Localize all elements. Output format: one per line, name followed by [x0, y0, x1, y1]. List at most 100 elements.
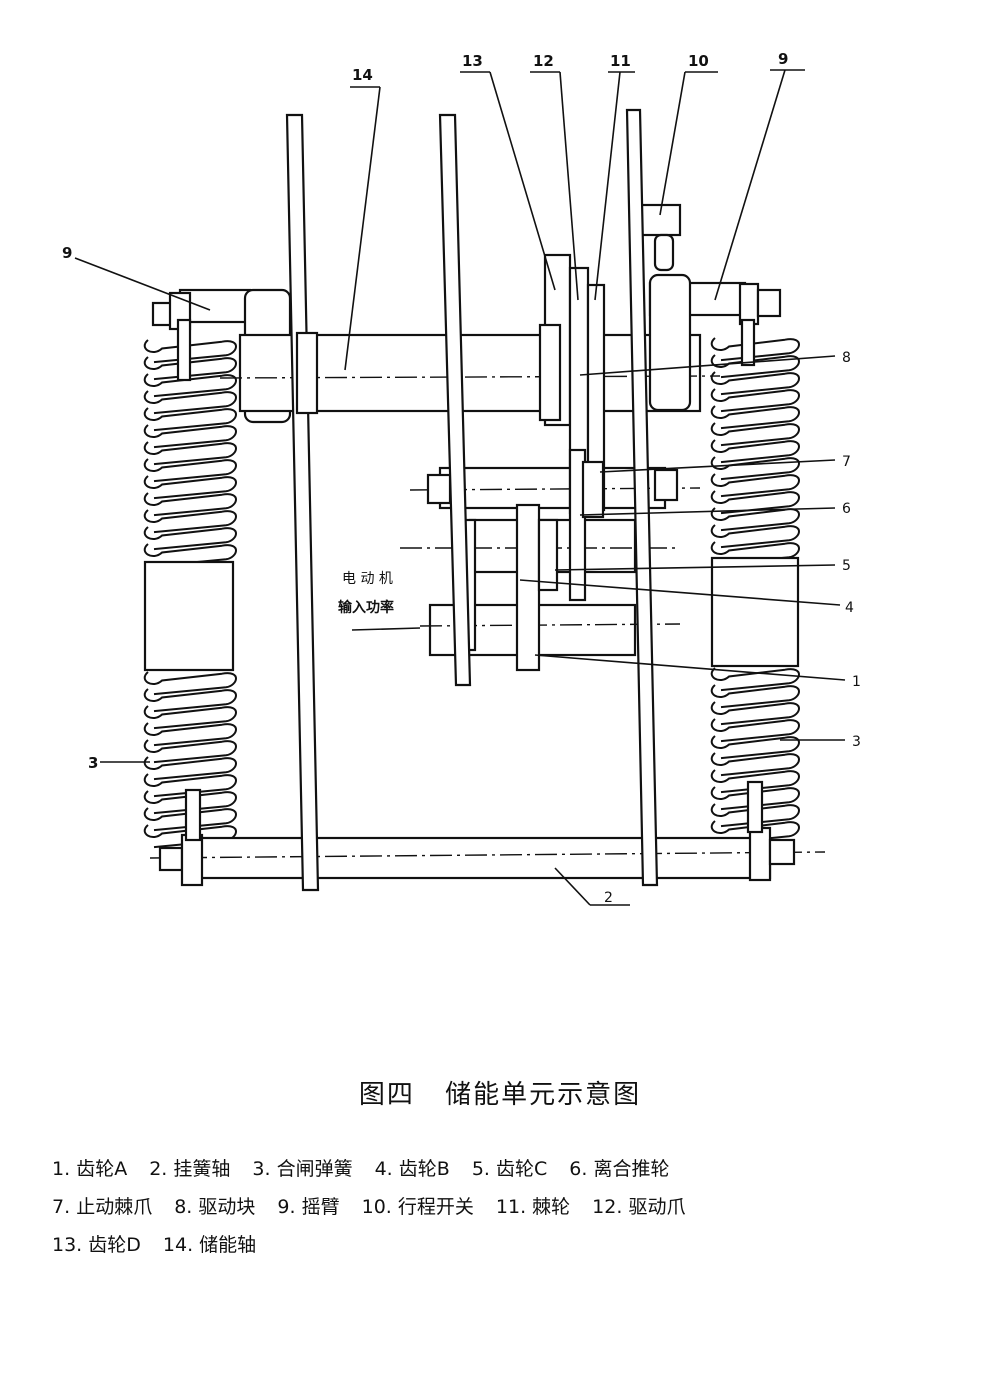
legend-item-number: 13.: [52, 1234, 83, 1256]
side-plate-left: [285, 113, 320, 892]
spring-coil-right-upper: [710, 337, 800, 362]
callout-5: 5: [842, 558, 851, 574]
left-spring-sleeve: [143, 560, 235, 672]
legend-item-number: 12.: [592, 1196, 623, 1218]
callout-3-right: 3: [852, 734, 861, 750]
caption-title: 储能单元示意图: [445, 1080, 642, 1110]
leader-lines: [74, 69, 846, 906]
left-upper-lug: [176, 318, 192, 382]
callout-9-top: 9: [778, 50, 788, 68]
legend-item: 13. 齿轮D: [52, 1226, 141, 1264]
legend-item-number: 5.: [471, 1158, 490, 1180]
spring-coil-right-upper: [710, 473, 800, 498]
gear-b-a: [515, 503, 541, 672]
spring-coil-left-upper: [143, 356, 237, 381]
legend-item: 5. 齿轮C: [472, 1150, 547, 1188]
spring-coil-right-lower: [710, 684, 800, 709]
spring-coil-left-upper: [143, 441, 237, 466]
plate-bushing-left: [295, 331, 319, 415]
nut-left: [158, 846, 184, 872]
spring-coil-left-upper: [143, 390, 237, 415]
spring-coil-right-lower: [710, 820, 800, 845]
washer-top-right: [738, 282, 760, 326]
spring-coil-left-lower: [143, 790, 237, 815]
nut-top-right: [756, 288, 782, 318]
nut-ratchet-left: [426, 473, 452, 505]
legend-item-number: 4.: [374, 1158, 393, 1180]
legend-item-number: 11.: [495, 1196, 527, 1218]
legend-item: 6. 离合推轮: [569, 1150, 669, 1188]
spring-coil-left-lower: [143, 722, 237, 747]
motor-input-label: 输入功率: [338, 599, 394, 616]
nut-top-left: [151, 301, 173, 327]
legend-item-text: 摇臂: [301, 1196, 340, 1218]
callout-13: 13: [462, 52, 483, 70]
energy-storage-unit-diagram: 14 13 12 11 10 9 9 3 8 7 6 5 4 1 3 2 电 动…: [62, 50, 861, 906]
callout-14: 14: [352, 66, 373, 84]
right-spring-sleeve: [710, 556, 800, 668]
legend-item: 3. 合闸弹簧: [252, 1150, 352, 1188]
spring-coil-right-upper: [710, 439, 800, 464]
spring-coil-right-upper: [710, 371, 800, 396]
spring-coil-left-upper: [143, 407, 237, 432]
spring-coil-right-lower: [710, 786, 800, 811]
callout-3-left: 3: [88, 754, 98, 772]
legend-item-number: 14.: [162, 1234, 194, 1256]
right-lower-lug: [746, 780, 764, 834]
legend-item: 4. 齿轮B: [375, 1150, 450, 1188]
legend-item-text: 齿轮A: [76, 1158, 128, 1180]
legend-item-text: 止动棘爪: [76, 1196, 153, 1218]
legend-item: 10. 行程开关: [362, 1188, 474, 1226]
callout-4: 4: [845, 600, 854, 616]
legend-item-text: 行程开关: [397, 1196, 474, 1218]
callout-7: 7: [842, 454, 851, 470]
spring-coil-left-lower: [143, 773, 237, 798]
callout-8: 8: [842, 350, 851, 366]
spring-coil-left-lower: [143, 807, 237, 832]
legend-item-number: 6.: [569, 1158, 588, 1180]
spring-coil-right-upper: [710, 405, 800, 430]
nut-right: [768, 838, 796, 866]
spring-coil-right-lower: [710, 735, 800, 760]
legend-item: 2. 挂簧轴: [149, 1150, 230, 1188]
nut-ratchet-right: [653, 468, 679, 502]
spring-coil-left-lower: [143, 705, 237, 730]
spring-coil-left-lower: [143, 688, 237, 713]
legend-item-number: 8.: [174, 1196, 193, 1218]
parts-legend: 1. 齿轮A 2. 挂簧轴 3. 合闸弹簧 4. 齿轮B 5. 齿轮C 6. 离合推轮 7.…: [52, 1150, 952, 1264]
motor-label: 电 动 机: [342, 571, 393, 587]
legend-item-number: 7.: [52, 1196, 71, 1218]
legend-item: 1. 齿轮A: [52, 1150, 127, 1188]
legend-item: 9. 摇臂: [277, 1188, 339, 1226]
side-plate-right: [625, 108, 659, 887]
legend-item-text: 棘轮: [532, 1196, 571, 1218]
legend-item-text: 合闸弹簧: [276, 1158, 353, 1180]
spring-coil-left-lower: [143, 671, 237, 696]
spring-coil-left-upper: [143, 526, 237, 551]
legend-item-text: 离合推轮: [593, 1158, 670, 1180]
side-plate-middle: [438, 113, 472, 687]
legend-item-text: 驱动爪: [628, 1196, 686, 1218]
spring-coil-right-upper: [710, 354, 800, 379]
legend-item-number: 3.: [252, 1158, 271, 1180]
spring-coil-left-upper: [143, 509, 237, 534]
spring-coil-right-lower: [710, 752, 800, 777]
figure-caption: 图四 储能单元示意图: [0, 1074, 1000, 1111]
callout-9-left: 9: [62, 244, 72, 262]
legend-item: 7. 止动棘爪: [52, 1188, 152, 1226]
callout-11: 11: [610, 52, 631, 70]
spring-coil-right-upper: [710, 541, 800, 566]
legend-item-text: 挂簧轴: [173, 1158, 231, 1180]
spring-coil-right-upper: [710, 422, 800, 447]
left-lower-lug: [184, 788, 202, 842]
spring-coil-left-upper: [143, 475, 237, 500]
callout-12: 12: [533, 52, 554, 70]
spring-coil-right-lower: [710, 803, 800, 828]
spring-coil-right-upper: [710, 490, 800, 515]
gear-b: [537, 518, 559, 592]
spring-coil-right-upper: [710, 388, 800, 413]
legend-item-text: 储能轴: [199, 1234, 257, 1256]
spring-coil-left-lower: [143, 739, 237, 764]
spring-coil-left-upper: [143, 424, 237, 449]
legend-item: 14. 储能轴: [163, 1226, 256, 1264]
